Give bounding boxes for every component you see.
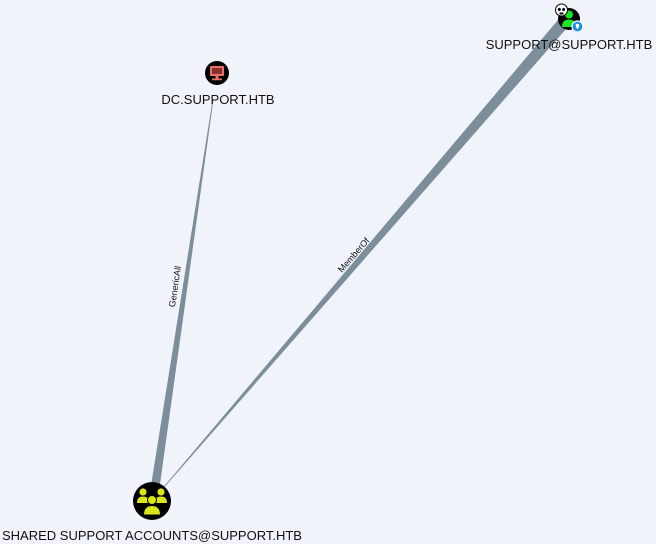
pin-icon (571, 20, 584, 33)
skull-icon (555, 3, 568, 17)
edge-generic-all-line[interactable] (149, 100, 214, 495)
node-computer-label: DC.SUPPORT.HTB (161, 92, 274, 107)
users-icon (137, 488, 167, 516)
edge-member-of-line[interactable] (151, 17, 570, 501)
node-group-label: SHARED SUPPORT ACCOUNTS@SUPPORT.HTB (2, 528, 302, 543)
node-user[interactable]: SUPPORT@SUPPORT.HTB (486, 3, 653, 52)
edge-member-of[interactable]: MemberOf (151, 17, 570, 501)
node-group[interactable]: SHARED SUPPORT ACCOUNTS@SUPPORT.HTB (2, 482, 302, 543)
desktop-icon (210, 66, 224, 81)
node-computer[interactable]: DC.SUPPORT.HTB (161, 61, 275, 107)
node-user-label: SUPPORT@SUPPORT.HTB (486, 37, 653, 52)
edge-generic-all[interactable]: GenericAll (149, 100, 214, 495)
